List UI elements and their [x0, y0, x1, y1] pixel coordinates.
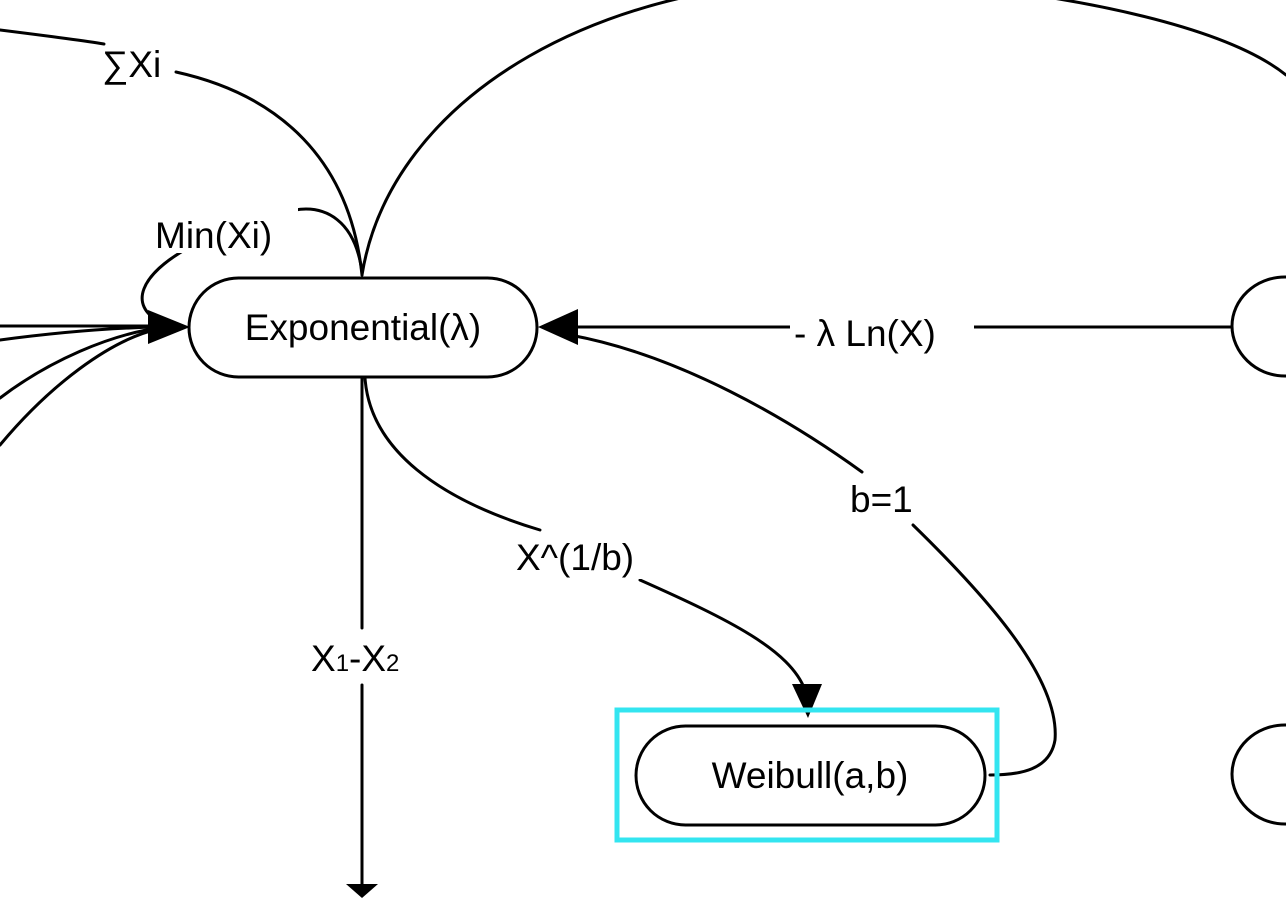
edge-label-b-equals-one: b=1	[850, 479, 913, 520]
edge-min	[293, 207, 364, 274]
node-weibull-label: Weibull(a,b)	[712, 755, 909, 796]
edge-label-min-bg	[152, 208, 298, 253]
edge-label-power-group: X^(1/b)	[514, 533, 656, 579]
edge-label-difference: X1-X2	[311, 638, 399, 679]
edge-sum	[0, 28, 106, 46]
edge-label-power: X^(1/b)	[516, 537, 634, 578]
node-weibull[interactable]: Weibull(a,b)	[634, 724, 987, 827]
node-offscreen-right-top	[1230, 275, 1286, 378]
arrowhead-right-into-exponential	[538, 309, 578, 345]
edge-b-equals-one-continued	[911, 523, 1057, 777]
edge-label-b-equals-one-bg	[846, 475, 930, 520]
edge-label-power-bg	[514, 533, 656, 579]
edge-label-min-group: Min(Xi)	[152, 208, 298, 256]
edge-label-sum-group: ∑Xi	[102, 44, 161, 85]
edge-label-min: Min(Xi)	[155, 215, 272, 256]
edge-label-difference-mid: -X	[349, 638, 386, 679]
edge-label-neg-log-group: - λ Ln(X)	[790, 309, 974, 354]
node-offscreen-right-bottom	[1230, 723, 1286, 826]
selection-highlight[interactable]	[614, 707, 1000, 843]
edge-left-incoming-3	[0, 326, 160, 400]
edge-power-continued	[638, 578, 807, 692]
edge-label-difference-group: X1-X2	[308, 632, 418, 682]
node-exponential[interactable]: Exponential(λ)	[187, 276, 539, 379]
edge-label-neg-log: - λ Ln(X)	[794, 313, 936, 354]
arrowhead-down-offscreen	[346, 884, 378, 898]
edge-sum-continued	[174, 70, 364, 277]
edge-left-incoming-2	[0, 325, 160, 342]
node-weibull-shape	[634, 724, 987, 827]
edge-label-difference-sub2: 2	[386, 650, 399, 677]
edge-label-difference-base: X	[311, 638, 336, 679]
edge-label-sum: ∑Xi	[102, 44, 161, 85]
edge-exponential-to-offscreen-top-right	[360, 0, 1286, 277]
arrowhead-left-into-exponential	[148, 310, 190, 344]
node-exponential-shape	[187, 276, 539, 379]
edge-label-difference-sub1: 1	[336, 650, 349, 677]
edge-power	[363, 376, 542, 532]
edge-label-neg-log-bg	[790, 309, 974, 353]
edge-left-incoming-4	[0, 327, 160, 447]
node-exponential-label: Exponential(λ)	[245, 307, 482, 348]
edge-label-b-equals-one-group: b=1	[846, 475, 930, 520]
arrowhead-into-weibull	[792, 684, 822, 718]
edge-label-difference-bg	[308, 632, 418, 682]
edge-b-equals-one	[568, 333, 864, 474]
